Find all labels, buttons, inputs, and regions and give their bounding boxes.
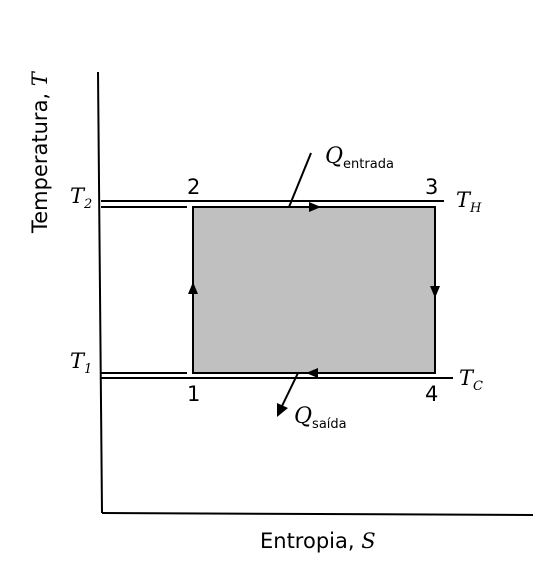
state-3-label: 3 bbox=[425, 175, 438, 199]
cycle-area bbox=[192, 206, 436, 374]
arrow-down-right bbox=[430, 286, 440, 298]
y-axis-label: Temperatura, T bbox=[28, 70, 52, 234]
x-axis-label: Entropia, S bbox=[260, 529, 376, 553]
y-axis-label-text: Temperatura, bbox=[28, 86, 52, 234]
heat-out-line bbox=[281, 372, 299, 407]
hot-reservoir-lines bbox=[101, 200, 444, 208]
y-axis bbox=[97, 71, 103, 514]
t1-label: T1 bbox=[70, 349, 92, 377]
cold-reservoir-lines bbox=[101, 372, 453, 379]
heat-out-label: Qsaída bbox=[294, 404, 347, 432]
arrow-up-left bbox=[188, 282, 198, 294]
x-axis-label-text: Entropia, bbox=[260, 529, 361, 553]
x-axis bbox=[101, 512, 534, 516]
state-2-label: 2 bbox=[187, 175, 200, 199]
th-label: TH bbox=[456, 188, 482, 216]
heat-out-arrowhead bbox=[277, 403, 288, 417]
x-axis-label-symbol: S bbox=[361, 529, 375, 553]
arrow-left-bottom bbox=[306, 368, 318, 378]
state-4-label: 4 bbox=[425, 382, 438, 406]
t2-label: T2 bbox=[70, 184, 92, 212]
tc-label: TC bbox=[459, 366, 483, 394]
state-1-label: 1 bbox=[187, 382, 200, 406]
heat-in-line bbox=[288, 152, 312, 208]
y-axis-label-symbol: T bbox=[28, 70, 52, 86]
axes bbox=[97, 71, 534, 516]
heat-in-label: Qentrada bbox=[325, 144, 394, 172]
arrow-right-top bbox=[309, 202, 321, 212]
